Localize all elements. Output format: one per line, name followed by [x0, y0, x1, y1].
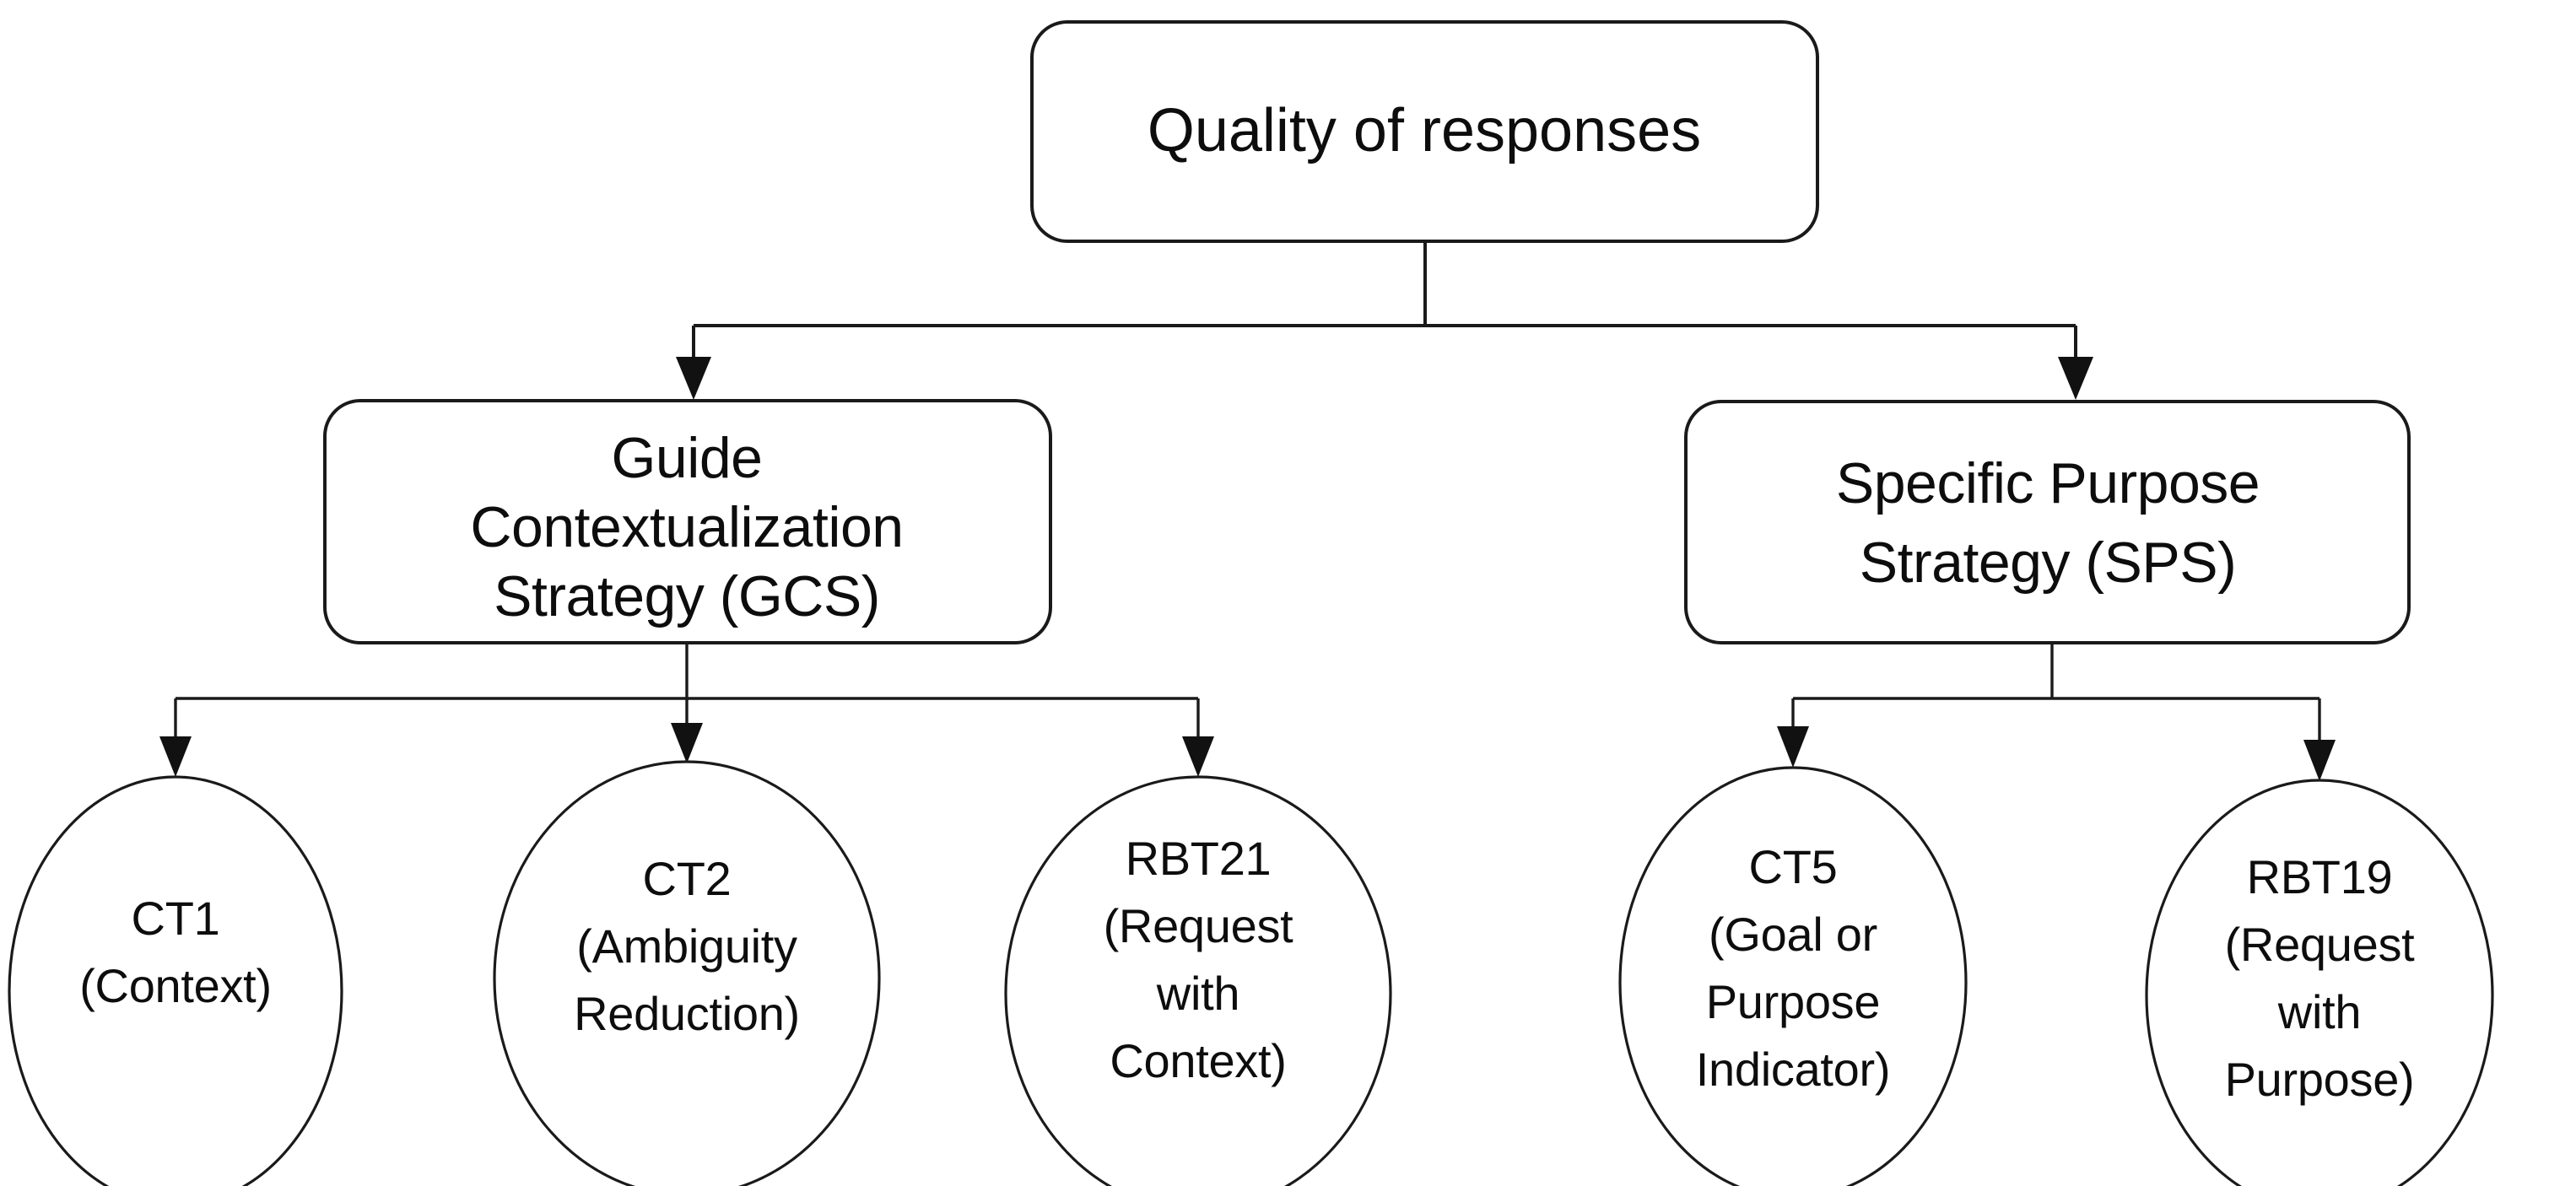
rbt21-node-label-line-1: RBT21: [1126, 832, 1272, 885]
rbt19-node-label-line-1: RBT19: [2247, 850, 2393, 903]
ct1-node-label-line-1: CT1: [132, 892, 220, 945]
ct5-node-ellipse[interactable]: [1618, 766, 1968, 1186]
sps-node-label-line-2: Strategy (SPS): [1860, 531, 2237, 595]
gcs-node-box[interactable]: [323, 399, 1052, 644]
ct2-node-label-line-1: CT2: [643, 852, 732, 905]
arrow-head-ct1: [159, 736, 192, 777]
rbt19-node-ellipse[interactable]: [2145, 779, 2494, 1186]
gcs-node-label-line-2: Contextualization: [470, 495, 903, 559]
gcs-node-label-line-3: Strategy (GCS): [494, 564, 880, 628]
node-quality-of-responses[interactable]: Quality of responses: [1030, 20, 1819, 243]
node-ct1[interactable]: CT1 (Context): [8, 775, 343, 1186]
ct5-node-label-line-3: Purpose: [1706, 975, 1880, 1028]
sps-node-label-line-1: Specific Purpose: [1836, 451, 2260, 515]
arrow-head-rbt19: [2303, 740, 2336, 781]
node-gcs[interactable]: Guide Contextualization Strategy (GCS): [323, 399, 1052, 644]
gcs-node-label-line-1: Guide: [612, 426, 763, 490]
sps-node-box[interactable]: [1684, 400, 2411, 644]
arrow-head-ct2: [671, 723, 703, 763]
ct2-node-label-line-3: Reduction): [574, 987, 800, 1040]
arrow-head-gcs: [676, 357, 711, 400]
node-rbt21[interactable]: RBT21 (Request with Context): [1004, 775, 1392, 1186]
root-node-box[interactable]: [1030, 20, 1819, 243]
ct5-node-label-line-4: Indicator): [1696, 1043, 1890, 1096]
rbt19-node-label-line-3: with: [2277, 985, 2361, 1038]
arrow-head-sps: [2058, 357, 2093, 400]
rbt21-node-label-line-3: with: [1156, 967, 1239, 1020]
arrow-head-rbt21: [1182, 736, 1214, 777]
rbt19-node-label-line-2: (Request: [2225, 918, 2416, 971]
ct1-node-ellipse[interactable]: [8, 775, 343, 1186]
connector-sps-to-children: [1777, 643, 2336, 781]
ct5-node-label-line-2: (Goal or: [1709, 908, 1877, 961]
rbt21-node-label-line-2: (Request: [1104, 899, 1294, 952]
root-node-label: Quality of responses: [1148, 97, 1701, 164]
ct1-node-label-line-2: (Context): [79, 959, 272, 1012]
ct2-node-ellipse[interactable]: [493, 760, 881, 1186]
ct5-node-label-line-1: CT5: [1749, 840, 1838, 893]
node-ct2[interactable]: CT2 (Ambiguity Reduction): [493, 760, 881, 1186]
connector-gcs-to-children: [159, 643, 1214, 777]
node-ct5[interactable]: CT5 (Goal or Purpose Indicator): [1618, 766, 1968, 1186]
rbt21-node-label-line-4: Context): [1110, 1034, 1286, 1087]
ct2-node-label-line-2: (Ambiguity: [576, 919, 797, 973]
rbt21-node-ellipse[interactable]: [1004, 775, 1392, 1186]
connector-root-to-branches: [676, 241, 2093, 400]
node-rbt19[interactable]: RBT19 (Request with Purpose): [2145, 779, 2494, 1186]
rbt19-node-label-line-4: Purpose): [2225, 1053, 2415, 1106]
node-sps[interactable]: Specific Purpose Strategy (SPS): [1684, 400, 2411, 644]
arrow-head-ct5: [1777, 726, 1809, 768]
